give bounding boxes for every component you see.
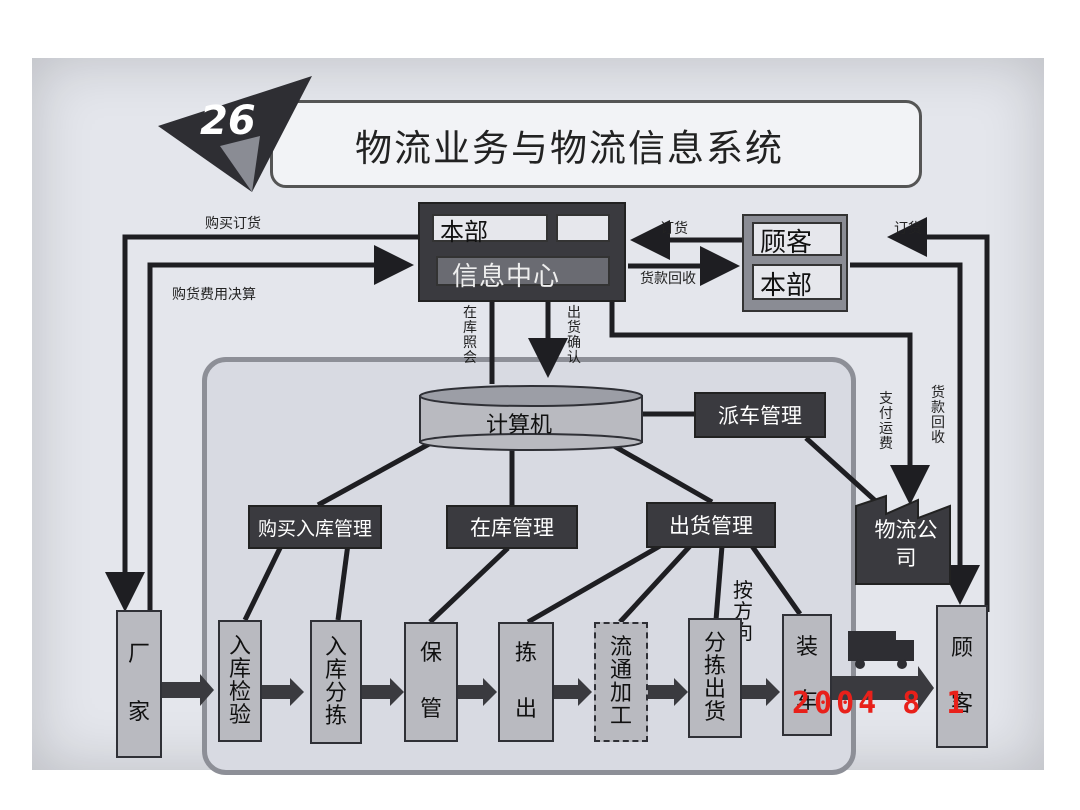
label-payment-collection: 货款回收 bbox=[640, 271, 696, 287]
title-badge bbox=[158, 76, 312, 192]
truck-icon bbox=[848, 631, 914, 669]
step-label: 流通加工 bbox=[610, 635, 633, 729]
customer-label: 顾客 bbox=[951, 635, 974, 717]
label-purchase-order: 购买订货 bbox=[205, 216, 261, 232]
hq-side-box bbox=[556, 214, 610, 242]
hq-title: 本部 bbox=[440, 218, 488, 246]
step-picking: 拣出 bbox=[498, 622, 554, 742]
computer-label: 计算机 bbox=[486, 413, 553, 438]
step-inbound-sorting: 入库分拣 bbox=[310, 620, 362, 744]
step-sorting-shipping: 分拣出货 bbox=[688, 618, 742, 738]
step-storage: 保管 bbox=[404, 622, 458, 742]
photo-date-stamp: 2004 8 1 bbox=[792, 686, 969, 721]
step-distribution-processing: 流通加工 bbox=[594, 622, 648, 742]
customer-box: 顾客 bbox=[936, 605, 988, 748]
label-by-direction: 按方向 bbox=[733, 578, 753, 644]
step-label: 装车 bbox=[796, 635, 819, 714]
label-purchase-settlement: 购货费用决算 bbox=[172, 287, 256, 303]
dispatch-management: 派车管理 bbox=[694, 392, 826, 438]
label-stock-query: 在库照会 bbox=[463, 305, 477, 366]
label-payment-collection-right: 货款回收 bbox=[931, 385, 945, 446]
manufacturer-label: 厂家 bbox=[128, 642, 151, 725]
label-order: 订货 bbox=[660, 221, 688, 237]
module-purchase-inbound: 购买入库管理 bbox=[248, 505, 382, 549]
hq-subtitle: 信息中心 bbox=[452, 262, 561, 292]
hq-label-box bbox=[432, 214, 548, 242]
step-label: 保管 bbox=[420, 641, 443, 722]
step-inbound-inspection: 入库检验 bbox=[218, 620, 262, 742]
step-label: 入库分拣 bbox=[325, 635, 348, 729]
factory-icon bbox=[855, 494, 951, 585]
module-shipping: 出货管理 bbox=[646, 502, 776, 548]
label-pay-freight: 支付运费 bbox=[879, 391, 893, 452]
step-label: 拣出 bbox=[515, 641, 538, 722]
customer-hq-top bbox=[752, 222, 842, 256]
step-label: 入库检验 bbox=[229, 634, 252, 728]
title-frame bbox=[270, 100, 922, 188]
label-shipment-confirm: 出货确认 bbox=[567, 305, 581, 366]
title-number: 26 bbox=[200, 98, 256, 144]
label-order-right: 订货 bbox=[894, 221, 922, 237]
database-icon bbox=[419, 385, 643, 451]
logistics-company-label: 物流公司 bbox=[874, 518, 938, 570]
manufacturer-box: 厂家 bbox=[116, 610, 162, 758]
step-label: 分拣出货 bbox=[704, 631, 727, 725]
customer-hq-line1: 顾客 bbox=[760, 228, 813, 258]
hq-center-box bbox=[436, 256, 610, 286]
module-stock: 在库管理 bbox=[446, 505, 578, 549]
customer-hq-bottom bbox=[752, 264, 842, 300]
step-loading: 装车 bbox=[782, 614, 832, 736]
customer-hq-line2: 本部 bbox=[760, 271, 813, 301]
page-title: 物流业务与物流信息系统 bbox=[355, 127, 784, 170]
